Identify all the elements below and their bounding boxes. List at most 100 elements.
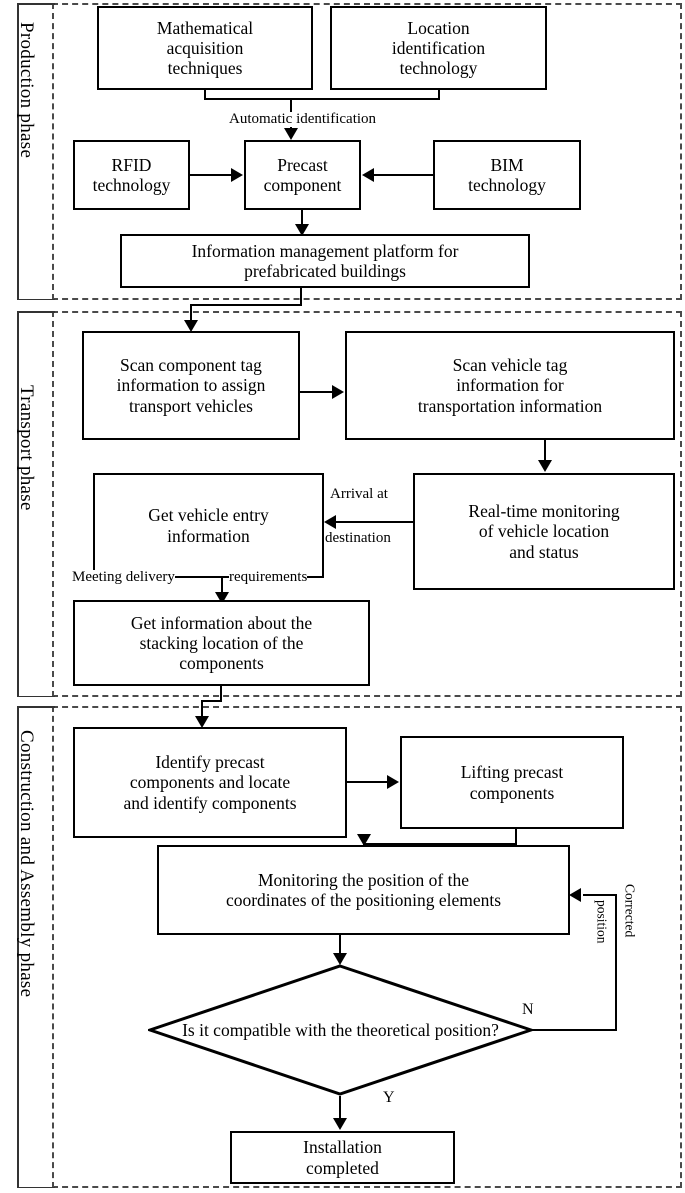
node-line: techniques	[167, 58, 243, 79]
edge-label-corrected: Corrected	[622, 884, 638, 938]
node-line: Is it compatible with	[182, 1019, 327, 1040]
arrowhead-scan-vehicle-to-monitoring	[538, 460, 552, 472]
node-line: prefabricated buildings	[244, 261, 406, 281]
node-line: Scan component tag	[120, 355, 262, 376]
node-line: information for	[456, 375, 564, 396]
arrowhead-yes-to-installation	[333, 1118, 347, 1130]
node-line: Precast	[277, 154, 328, 175]
edge-no-branch-into-monitor	[583, 894, 617, 896]
node-line: RFID	[111, 154, 152, 175]
node-scan-component-tag[interactable]: Scan component tag information to assign…	[82, 331, 300, 440]
edge-stacking-down	[220, 686, 222, 702]
node-bim-technology[interactable]: BIM technology	[433, 140, 581, 210]
arrowhead-monitoring-to-entry	[324, 515, 336, 529]
node-identify-precast[interactable]: Identify precast components and locate a…	[73, 727, 347, 838]
node-line: Location	[407, 17, 470, 38]
edge-rfid-to-precast	[190, 174, 232, 176]
edge-no-branch-up	[615, 894, 617, 1030]
node-line: Identify precast	[155, 752, 265, 773]
node-line: identification	[391, 37, 486, 58]
node-decision-compatible[interactable]: Is it compatible with the theoretical po…	[148, 964, 533, 1096]
node-line: stacking location of the	[139, 632, 304, 653]
phase-bracket-transport	[17, 311, 55, 697]
phase-label-production: Production phase	[16, 22, 37, 159]
edge-platform-down	[300, 288, 302, 306]
node-lifting-precast[interactable]: Lifting precast components	[400, 736, 624, 829]
node-line: of vehicle location	[478, 521, 610, 542]
node-precast-component[interactable]: Precast component	[244, 140, 361, 210]
phase-bracket-production	[17, 3, 55, 300]
node-line: component	[263, 175, 342, 195]
node-line: Get vehicle entry	[148, 505, 269, 526]
decision-text: Is it compatible with the theoretical po…	[148, 964, 533, 1096]
arrowhead-no-branch-to-monitor	[569, 888, 581, 902]
branch-label-no: N	[522, 1001, 534, 1018]
node-line: the theoretical position?	[330, 1019, 499, 1040]
edge-scan-vehicle-to-monitoring	[544, 440, 546, 464]
edge-platform-jog	[190, 304, 302, 306]
arrowhead-platform-to-scan	[184, 320, 198, 332]
edge-stacking-to-identify	[201, 700, 203, 722]
edge-merge-horizontal	[204, 98, 440, 100]
arrowhead-monitor-to-decision	[333, 953, 347, 965]
node-info-management-platform[interactable]: Information management platform for pref…	[120, 234, 530, 288]
arrowhead-lifting-to-monitor	[357, 834, 371, 846]
node-line: information to assign	[116, 375, 266, 396]
node-rfid-technology[interactable]: RFID technology	[73, 140, 190, 210]
node-line: transportation information	[417, 395, 603, 416]
edge-identify-to-lifting	[347, 781, 389, 783]
edge-label-destination: destination	[325, 530, 391, 546]
node-line: completed	[306, 1157, 379, 1178]
node-realtime-monitoring[interactable]: Real-time monitoring of vehicle location…	[413, 473, 675, 590]
node-installation-completed[interactable]: Installation completed	[230, 1131, 455, 1184]
edge-label-automatic-identification: Automatic identification	[229, 111, 377, 127]
edge-lifting-jog	[363, 843, 517, 845]
phase-label-transport: Transport phase	[16, 385, 37, 511]
node-math-acquisition[interactable]: Mathematical acquisition techniques	[97, 6, 313, 90]
node-get-vehicle-entry[interactable]: Get vehicle entry information	[93, 473, 324, 578]
edge-monitor-to-decision	[339, 935, 341, 959]
edge-location-down	[438, 90, 440, 100]
node-scan-vehicle-tag[interactable]: Scan vehicle tag information for transpo…	[345, 331, 675, 440]
diamond-shape	[148, 964, 533, 1096]
node-line: technology	[399, 58, 478, 79]
edge-label-requirements: requirements	[229, 569, 308, 585]
node-line: and identify components	[123, 792, 297, 813]
node-line: and status	[509, 541, 579, 562]
node-line: technology	[92, 175, 171, 195]
edge-yes-branch-down	[339, 1096, 341, 1122]
edge-label-meeting-delivery: Meeting delivery	[72, 569, 175, 585]
node-line: Lifting precast	[460, 762, 564, 783]
node-line: components	[179, 653, 264, 674]
phase-container-production	[52, 3, 682, 300]
node-line: information	[167, 525, 250, 546]
phase-bracket-construction	[17, 706, 55, 1188]
edge-monitoring-to-entry	[336, 521, 414, 523]
node-line: Scan vehicle tag	[452, 355, 568, 376]
node-monitor-position[interactable]: Monitoring the position of the coordinat…	[157, 845, 570, 935]
node-line: coordinates of the positioning elements	[225, 890, 502, 910]
node-line: Information management platform for	[191, 240, 459, 261]
node-stacking-location[interactable]: Get information about the stacking locat…	[73, 600, 370, 686]
phase-label-construction: Construction and Assembly phase	[16, 730, 37, 998]
node-line: Monitoring the position of the	[258, 869, 469, 890]
arrowhead-precast-to-platform	[295, 224, 309, 236]
arrowhead-stacking-to-identify	[195, 716, 209, 728]
edge-platform-to-scan	[190, 304, 192, 326]
arrowhead-identify-to-lifting	[387, 775, 399, 789]
phase-container-construction	[52, 706, 682, 1188]
node-line: BIM	[490, 154, 524, 175]
node-line: Installation	[303, 1137, 382, 1158]
node-line: transport vehicles	[129, 395, 253, 416]
edge-label-position: position	[594, 900, 610, 944]
edge-lifting-down	[515, 829, 517, 845]
phase-container-transport	[52, 311, 682, 697]
node-location-identification[interactable]: Location identification technology	[330, 6, 547, 90]
edge-scan-component-to-vehicle	[300, 391, 334, 393]
branch-label-yes: Y	[383, 1089, 395, 1106]
node-line: acquisition	[166, 37, 244, 58]
edge-bim-to-precast	[374, 174, 434, 176]
edge-stacking-jog	[201, 700, 222, 702]
node-line: components	[469, 782, 555, 803]
